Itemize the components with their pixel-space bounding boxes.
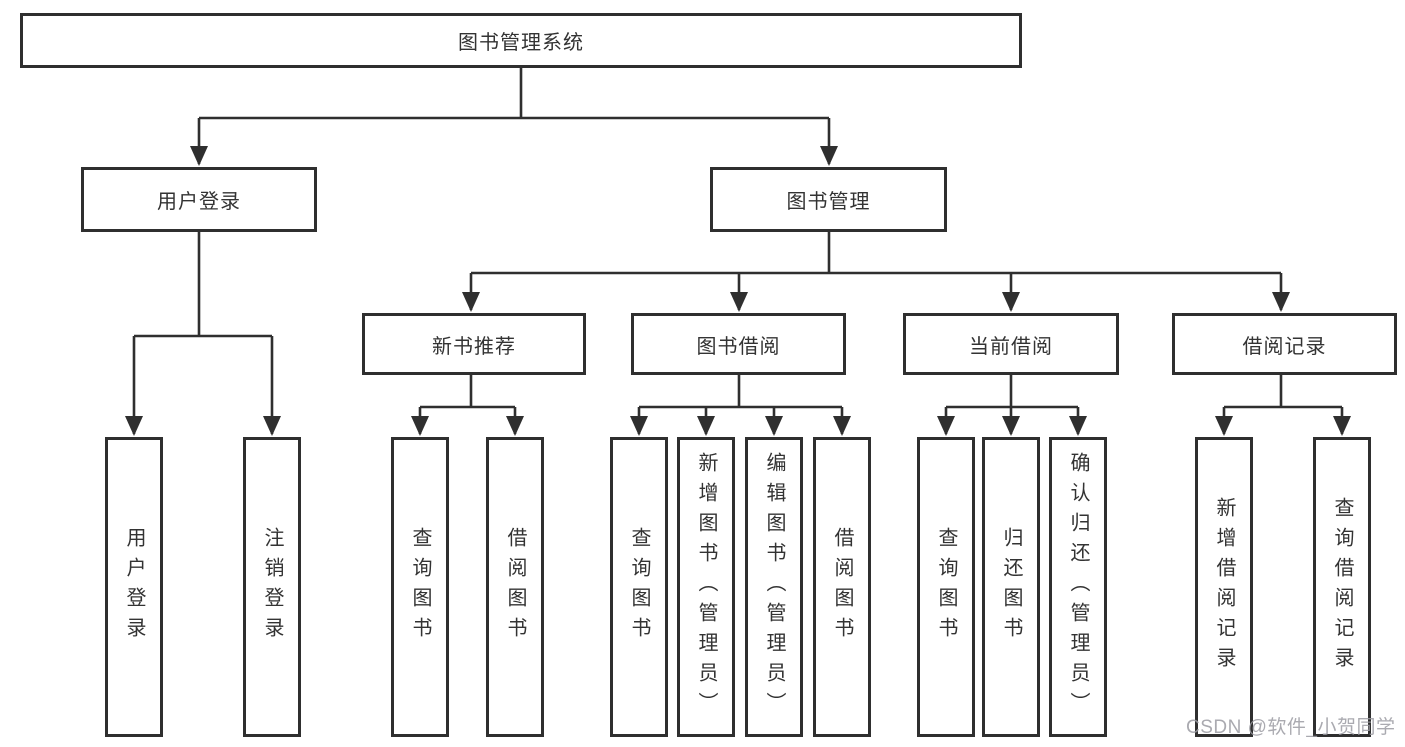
leaf-return-books: 归还图书 xyxy=(982,437,1040,737)
node-label: 归还图书 xyxy=(1000,527,1022,647)
node-label: 查询图书 xyxy=(628,527,650,647)
node-label: 新增图书（管理员） xyxy=(695,452,717,722)
node-label: 图书管理系统 xyxy=(458,32,584,54)
leaf-query-books-recommend: 查询图书 xyxy=(391,437,449,737)
node-label: 编辑图书（管理员） xyxy=(763,452,785,722)
leaf-query-books-current: 查询图书 xyxy=(917,437,975,737)
leaf-add-borrow-record: 新增借阅记录 xyxy=(1195,437,1253,737)
node-book-management: 图书管理 xyxy=(710,167,947,232)
leaf-add-books-admin: 新增图书（管理员） xyxy=(677,437,735,737)
leaf-user-login: 用户登录 xyxy=(105,437,163,737)
node-label: 借阅图书 xyxy=(831,527,853,647)
node-label: 图书管理 xyxy=(786,191,871,213)
node-label: 图书借阅 xyxy=(696,335,781,358)
node-label: 新书推荐 xyxy=(432,335,516,358)
leaf-confirm-return-admin: 确认归还（管理员） xyxy=(1049,437,1107,737)
node-label: 注销登录 xyxy=(261,527,283,647)
leaf-borrow-books: 借阅图书 xyxy=(813,437,871,737)
node-new-book-recommend: 新书推荐 xyxy=(362,313,586,375)
leaf-logout-login: 注销登录 xyxy=(243,437,301,737)
node-label: 用户登录 xyxy=(157,191,241,213)
node-label: 查询图书 xyxy=(409,527,431,647)
node-label: 借阅图书 xyxy=(504,527,526,647)
node-book-borrow: 图书借阅 xyxy=(631,313,846,375)
leaf-query-books-borrow: 查询图书 xyxy=(610,437,668,737)
node-current-borrow: 当前借阅 xyxy=(903,313,1119,375)
node-label: 查询图书 xyxy=(935,527,957,647)
node-label: 新增借阅记录 xyxy=(1213,497,1235,677)
node-user-login: 用户登录 xyxy=(81,167,317,232)
node-label: 借阅记录 xyxy=(1242,335,1327,358)
node-label: 查询借阅记录 xyxy=(1331,497,1353,677)
node-library-system: 图书管理系统 xyxy=(20,13,1022,68)
node-label: 用户登录 xyxy=(123,527,145,647)
node-label: 当前借阅 xyxy=(969,335,1053,358)
csdn-watermark: CSDN @软件_小贺同学 xyxy=(1186,717,1396,738)
connector-trunks xyxy=(134,68,1342,409)
node-label: 确认归还（管理员） xyxy=(1067,452,1089,722)
node-borrow-records: 借阅记录 xyxy=(1172,313,1397,375)
leaf-edit-books-admin: 编辑图书（管理员） xyxy=(745,437,803,737)
leaf-query-borrow-record: 查询借阅记录 xyxy=(1313,437,1371,737)
leaf-borrow-books-recommend: 借阅图书 xyxy=(486,437,544,737)
